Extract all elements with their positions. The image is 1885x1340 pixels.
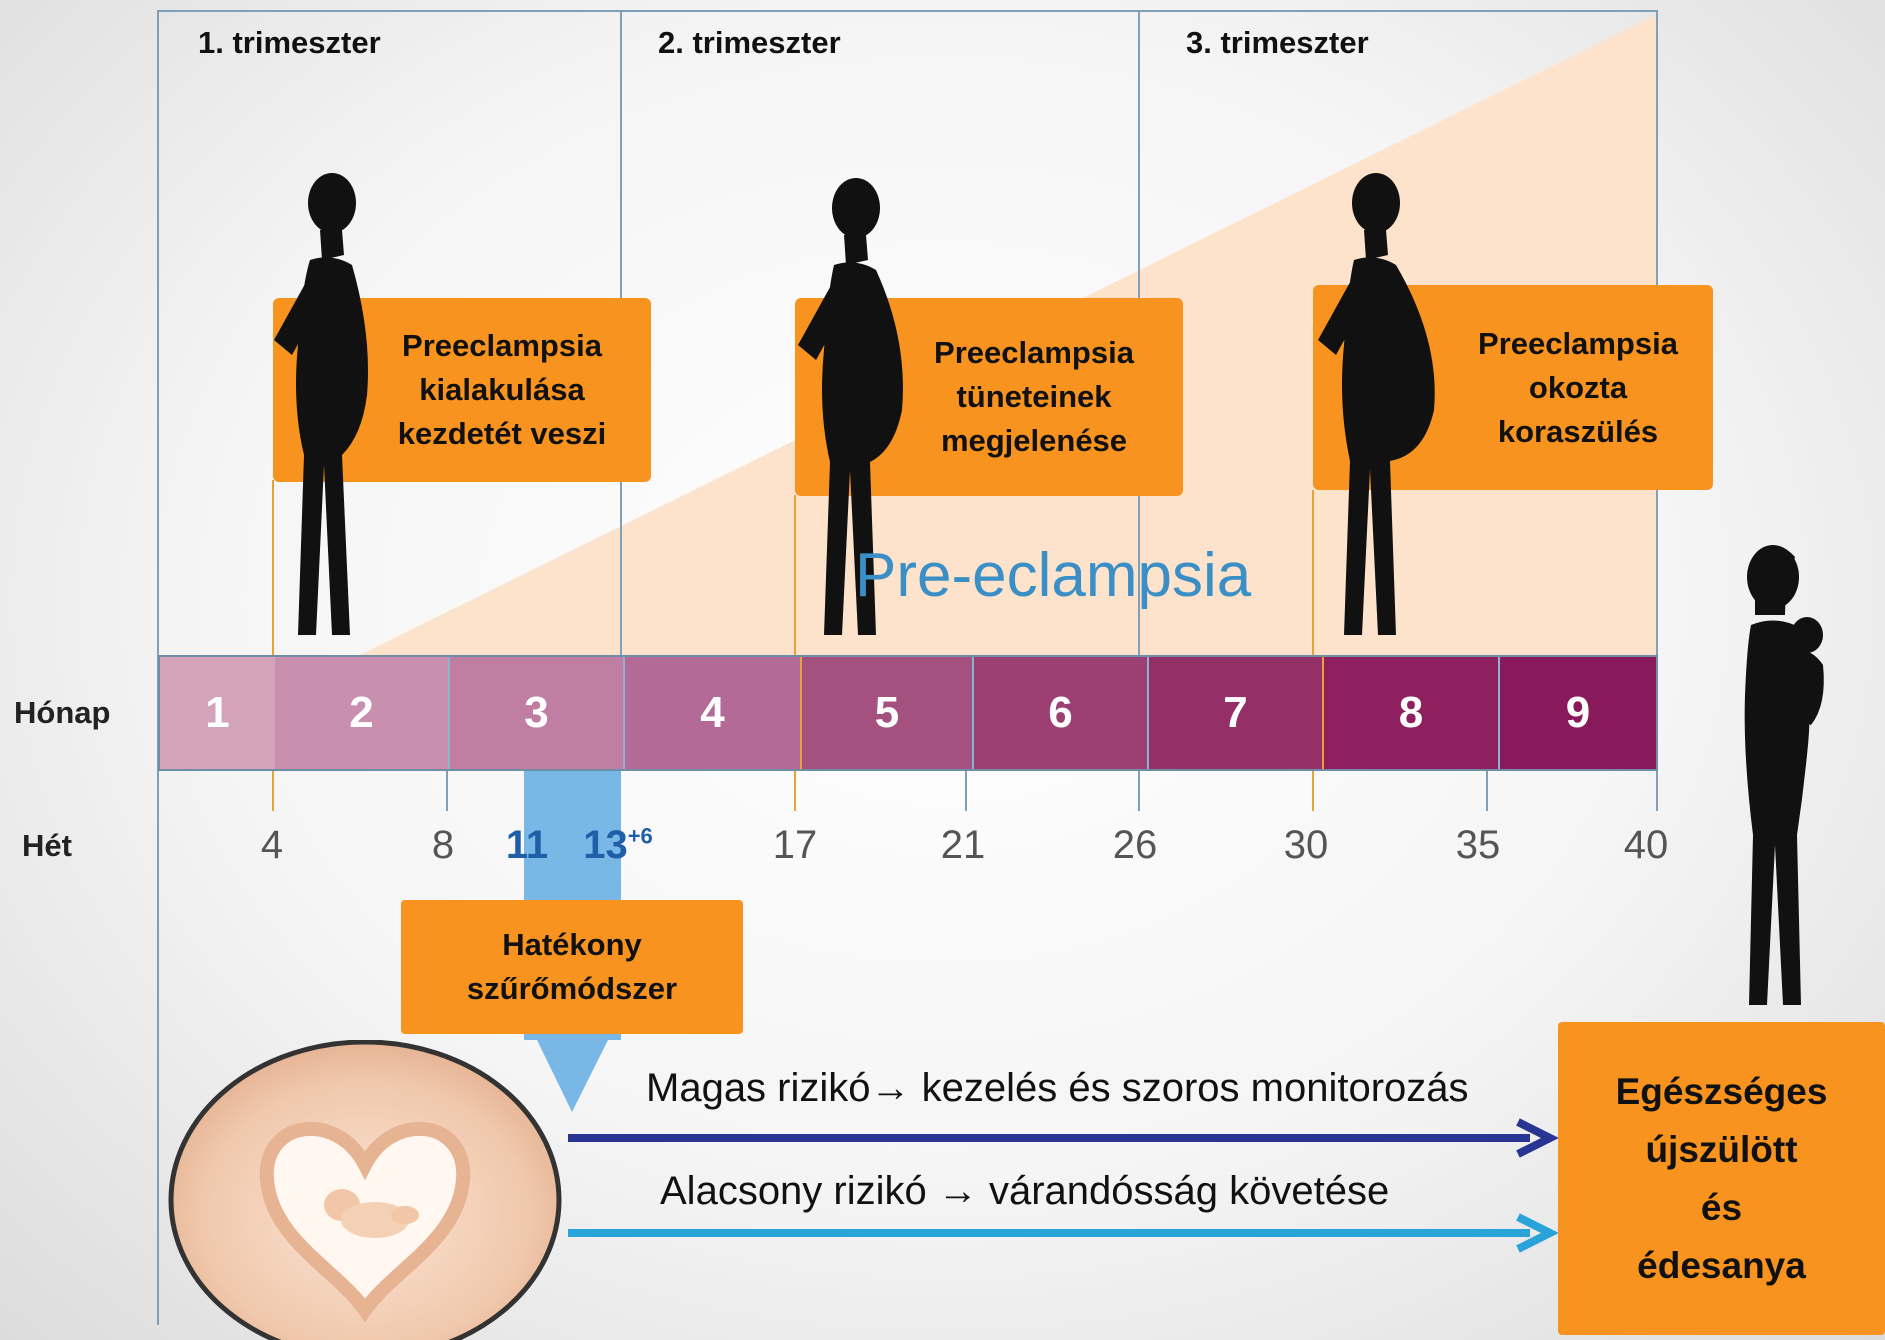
mother-with-baby-silhouette-icon: [1715, 535, 1835, 1017]
week-label: 35: [1456, 823, 1501, 868]
low-risk-text: Alacsony rizikó → várandósság követése: [660, 1169, 1389, 1214]
screening-method-box: Hatékony szűrőmódszer: [401, 900, 743, 1034]
week-superscript: +6: [628, 824, 653, 849]
week-label: 8: [432, 823, 454, 868]
healthy-outcome-box: Egészséges újszülött és édesanya: [1558, 1022, 1885, 1335]
high-risk-arrow: [568, 1118, 1564, 1158]
outcome-box-line: édesanya: [1558, 1237, 1885, 1295]
screening-box-line: szűrőmódszer: [401, 967, 743, 1011]
week-label: 17: [773, 823, 818, 868]
week-label: 21: [941, 823, 986, 868]
week-number: 13: [583, 823, 628, 867]
week-label: 4: [261, 823, 283, 868]
outcome-box-line: Egészséges: [1558, 1063, 1885, 1121]
week-label-highlight: 13+6: [583, 823, 653, 868]
heart-hands-baby-photo: [167, 1040, 563, 1340]
low-risk-arrow: [568, 1213, 1564, 1253]
week-label-highlight: 11: [506, 823, 548, 868]
outcome-box-line: újszülött: [1558, 1121, 1885, 1179]
week-label: 26: [1113, 823, 1158, 868]
week-label: 30: [1284, 823, 1329, 868]
high-risk-text: Magas rizikó→ kezelés és szoros monitoro…: [646, 1066, 1469, 1111]
outcome-box-line: és: [1558, 1179, 1885, 1237]
week-label: 40: [1624, 823, 1669, 868]
screening-box-line: Hatékony: [401, 923, 743, 967]
